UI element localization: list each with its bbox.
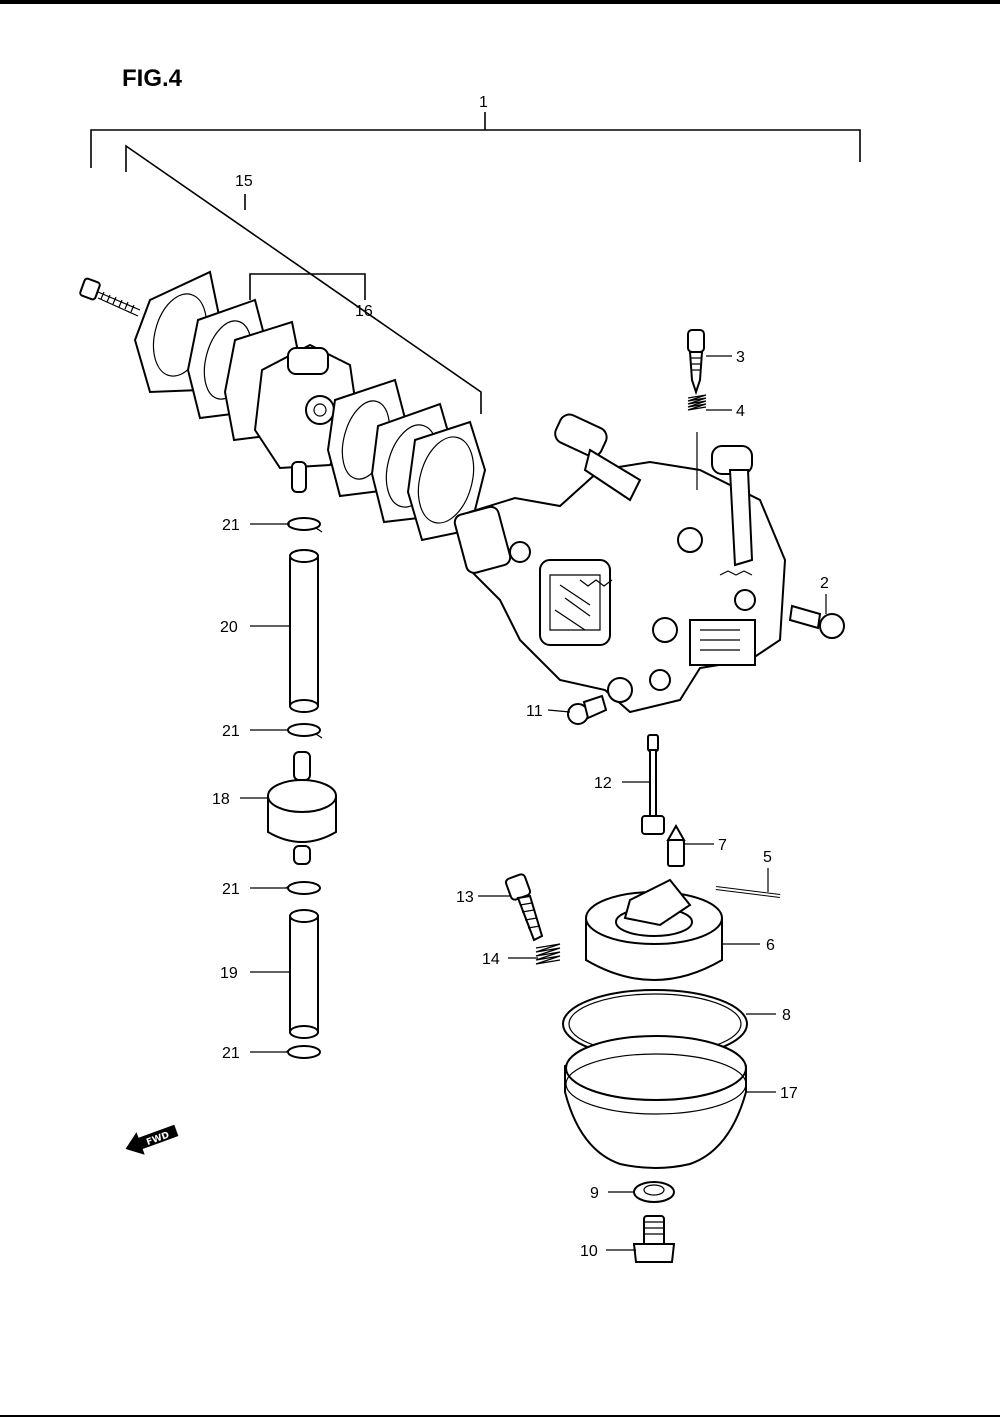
callout-21-top: 21 [222,517,240,534]
float-screw [504,873,544,942]
fwd-label: FWD [145,1130,171,1147]
callout-21-bottom: 21 [222,1045,240,1062]
callout-16: 16 [355,303,373,320]
float-bowl [564,1035,747,1169]
callout-4: 4 [736,403,745,420]
callout-20: 20 [220,619,238,636]
fuel-filter-18 [267,751,337,865]
callout-7: 7 [718,837,727,854]
callout-3: 3 [736,349,745,366]
side-screw [788,604,845,639]
float [585,878,723,981]
drain-washer [633,1181,675,1203]
callout-12: 12 [594,775,612,792]
float-spring [535,943,561,965]
callout-13: 13 [456,889,474,906]
callout-15: 15 [235,173,253,190]
bracket-assembly-16 [249,273,366,300]
callout-17: 17 [780,1085,798,1102]
figure-title: FIG.4 [122,65,183,92]
fuel-clip-21c [285,881,321,895]
jet-tube [641,734,665,835]
callout-9: 9 [590,1185,599,1202]
fuel-clip-21b [287,723,323,739]
fuel-hose-19 [289,909,319,1039]
leader-lines [240,355,827,1251]
bracket-assembly-1 [90,112,861,168]
callout-1: 1 [479,94,488,111]
callout-10: 10 [580,1243,598,1260]
callout-6: 6 [766,937,775,954]
callout-18: 18 [212,791,230,808]
pump-body [253,343,360,493]
bracket-assembly-15 [125,144,482,414]
callout-21-lower-mid: 21 [222,881,240,898]
callout-19: 19 [220,965,238,982]
fuel-clip-21d [285,1045,321,1059]
fuel-hose-20 [289,549,319,713]
idle-screw [687,329,705,396]
needle-valve [666,823,686,867]
callout-8: 8 [782,1007,791,1024]
callout-21-upper-mid: 21 [222,723,240,740]
callout-11: 11 [526,703,543,720]
callout-5: 5 [763,849,772,866]
forward-direction-arrow: FWD [125,1124,179,1155]
fuel-clip-21a [287,517,323,533]
drain-screw-small [567,694,608,725]
callout-14: 14 [482,951,500,968]
pump-screw [79,277,141,317]
carburetor-body [453,413,787,714]
idle-spring [687,394,707,411]
fuel-pump-assembly [79,270,487,542]
callout-2: 2 [820,575,829,592]
drain-bolt [632,1215,676,1263]
